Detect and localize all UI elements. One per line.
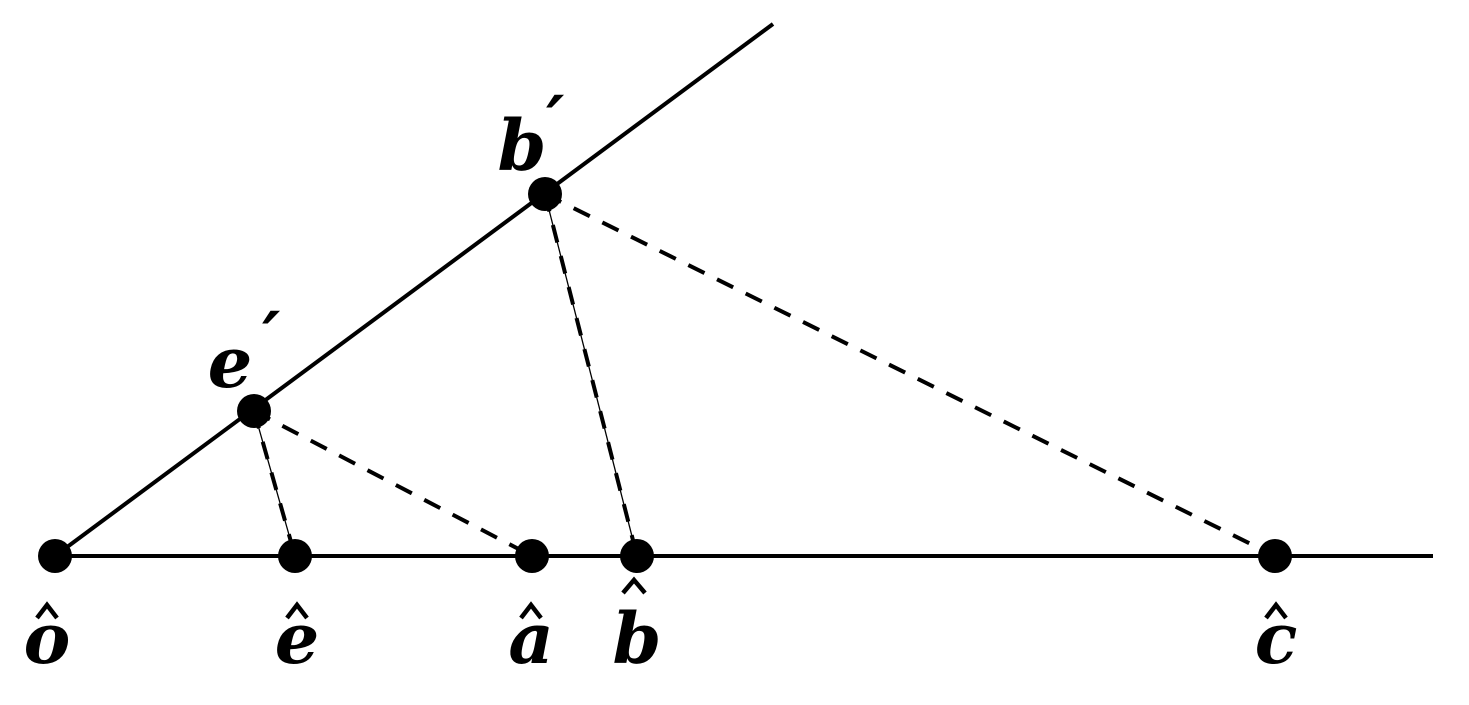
hat-mark — [621, 576, 647, 595]
label-e-prime-letter: e — [208, 321, 253, 404]
label-b-prime-letter: b — [498, 104, 547, 187]
dashed-line-eprime-to-ahat — [253, 409, 533, 558]
label-c-hat: c — [1255, 597, 1298, 680]
point-e-hat — [278, 539, 312, 573]
label-e-prime: e ′ — [208, 296, 281, 404]
hat-mark — [1264, 601, 1288, 620]
dashed-line-eprime-to-ehat — [252, 410, 297, 557]
label-b-prime: b ′ — [498, 80, 565, 187]
hat-mark — [519, 601, 543, 620]
label-e-hat-letter: e — [275, 597, 320, 680]
label-c-hat-letter: c — [1255, 597, 1298, 680]
label-b-prime-mark: ′ — [546, 80, 565, 163]
hat-mark — [285, 601, 309, 620]
oblique-line — [53, 22, 775, 558]
point-c-hat — [1258, 539, 1292, 573]
label-e-prime-mark: ′ — [262, 296, 281, 379]
point-e-prime — [237, 394, 271, 428]
dashed-line-bprime-to-chat — [544, 192, 1276, 558]
label-b-hat-letter: b — [613, 597, 662, 680]
hat-mark — [35, 601, 59, 620]
label-a-hat: a — [508, 597, 553, 680]
thin-line-bprime-to-bhat — [544, 193, 638, 557]
label-a-hat-letter: a — [508, 597, 553, 680]
label-b-hat: b — [613, 576, 662, 680]
point-o-hat — [38, 539, 72, 573]
point-a-hat — [515, 539, 549, 573]
label-o-hat: o — [24, 597, 71, 680]
label-o-hat-letter: o — [24, 597, 71, 680]
point-b-hat — [620, 539, 654, 573]
point-b-prime — [528, 177, 562, 211]
label-e-hat: e — [275, 597, 320, 680]
